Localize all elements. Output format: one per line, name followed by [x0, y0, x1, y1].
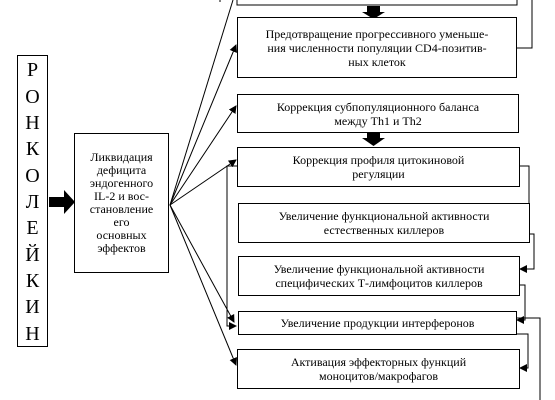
left-connector-cytokine-to-interferon: [226, 165, 238, 330]
connector-nk-to-ctl: [519, 233, 535, 273]
box-text-line: регуляции: [352, 167, 405, 181]
box-text-line: Коррекция профиля цитокиновой: [292, 153, 465, 167]
box-text: Увеличение продукции интерферонов: [281, 316, 475, 330]
top-box-fragment: [219, 0, 518, 19]
box-text-line: естественных киллеров: [323, 223, 445, 237]
connector-top-offscreen: [169, 0, 234, 206]
box-text-line: специфических Т-лимфоцитов киллеров: [275, 276, 483, 290]
vertical-title-letter: К: [25, 270, 40, 293]
connector-to-cytokine: [169, 159, 237, 206]
box-text-line: Увеличение функциональной активности: [278, 209, 490, 223]
box-text: Предотвращение прогрессивного уменьше-ни…: [266, 27, 489, 69]
connector-ctl-to-interferon: [516, 284, 526, 324]
vertical-title-letter: Н: [25, 322, 40, 345]
vertical-title-letter: Л: [25, 191, 40, 213]
mechanism-line: эффектов: [97, 241, 146, 255]
box-text-line: ния численности популяции CD4-позитив-: [267, 40, 487, 55]
mechanism-line: его: [113, 215, 130, 229]
box-interferon-production: Увеличение продукции интерферонов: [238, 311, 517, 335]
vertical-title-letter: И: [25, 296, 40, 319]
vertical-title-letter: О: [25, 85, 40, 108]
mechanism-line: становление: [89, 202, 154, 216]
mechanism-line: IL-2 и вос-: [94, 189, 149, 203]
vertical-title-letter: Н: [25, 111, 40, 134]
box-text-line: ных клеток: [348, 54, 406, 69]
connector-to-cd4: [169, 44, 238, 206]
box-text-line: Увеличение функциональной активности: [273, 262, 485, 276]
box-cd4-preservation: Предотвращение прогрессивного уменьше-ни…: [237, 17, 517, 78]
box-text-line: Увеличение продукции интерферонов: [280, 316, 475, 330]
down-arrow-th-to-cytokine: [362, 132, 385, 146]
vertical-title-letter: Е: [26, 217, 39, 240]
vertical-title-letter: Й: [25, 243, 40, 266]
box-text-line: Коррекция субпопуляционного баланса: [276, 99, 480, 114]
mechanism-line: Ликвидация: [90, 150, 153, 164]
vertical-title-letter: К: [25, 138, 40, 161]
connector-interferon-to-macrophage: [517, 333, 529, 372]
vertical-title-letter: Р: [26, 59, 39, 82]
main-arrow: [49, 190, 75, 214]
connector-right-down-offscreen: [517, 317, 541, 400]
connector-right-top-offscreen: [517, 0, 533, 49]
mechanism-line: основных: [96, 228, 147, 242]
mechanism-line: эндогенного: [89, 176, 154, 190]
right-connectors: [516, 0, 541, 400]
box-text-line: Активация эффекторных функций: [290, 355, 467, 369]
connector-to-interferon: [169, 204, 235, 323]
box-text-line: моноцитов/макрофагов: [318, 369, 438, 383]
mechanism-line: дефицита: [96, 163, 147, 177]
connector-to-th-balance: [169, 105, 237, 206]
vertical-title-letter: О: [25, 164, 40, 187]
box-text-line: Предотвращение прогрессивного уменьше-: [265, 26, 489, 41]
fan-connectors: [169, 0, 238, 366]
connector-to-macrophage: [169, 204, 238, 366]
box-text-line: между Th1 и Th2: [334, 113, 422, 128]
